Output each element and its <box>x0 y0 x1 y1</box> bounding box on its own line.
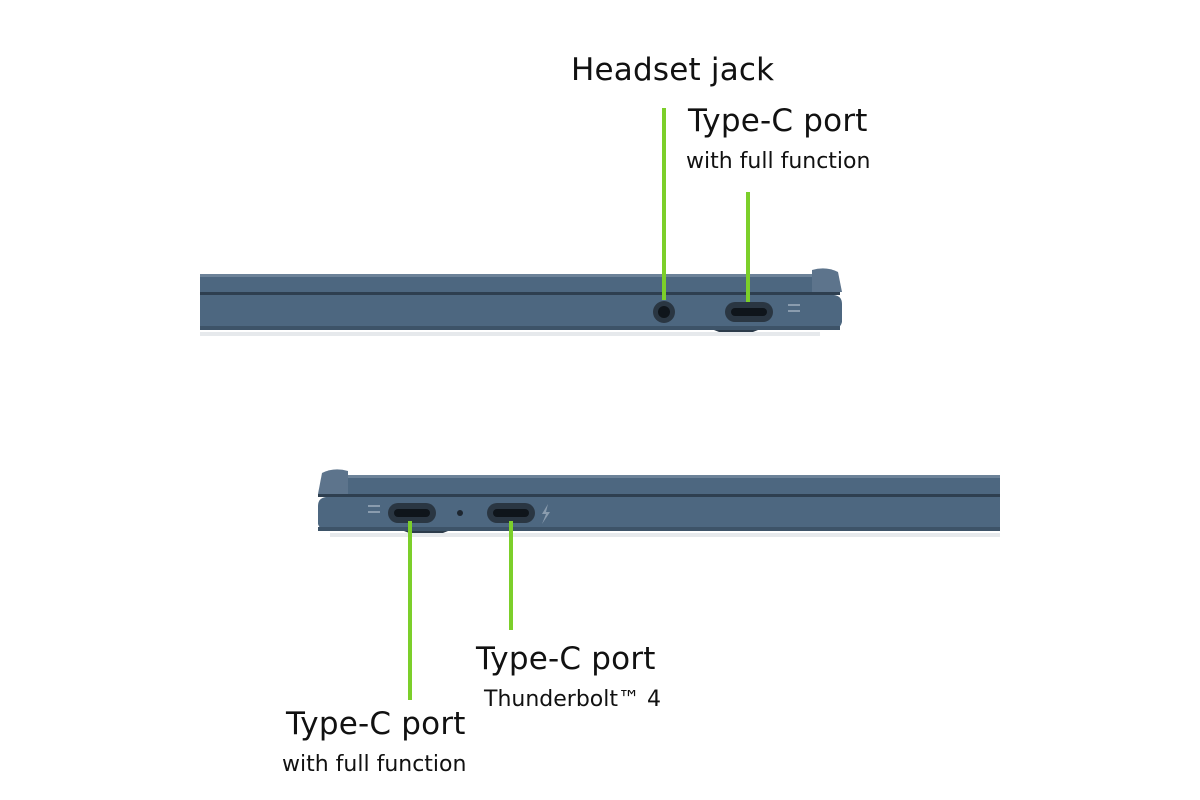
top-laptop-side <box>200 268 842 336</box>
type-c-thunderbolt-subtitle: Thunderbolt™ 4 <box>484 687 661 712</box>
usb-c-port-icon <box>487 503 535 523</box>
headset-jack-icon <box>653 301 675 323</box>
headset-jack-title: Headset jack <box>571 52 775 88</box>
thunderbolt-icon <box>542 504 550 524</box>
status-led-icon <box>457 510 463 516</box>
led-indicator-icon <box>368 505 380 513</box>
led-indicator-icon <box>788 304 800 312</box>
type-c-full-subtitle: with full function <box>282 752 467 777</box>
type-c-full-title: Type-C port <box>286 706 466 742</box>
type-c-top-title: Type-C port <box>688 103 868 139</box>
type-c-top-subtitle: with full function <box>686 149 871 174</box>
type-c-thunderbolt-title: Type-C port <box>476 641 656 677</box>
bottom-laptop-side <box>318 469 1000 537</box>
usb-c-port-icon <box>388 503 436 523</box>
usb-c-port-icon <box>725 302 773 322</box>
